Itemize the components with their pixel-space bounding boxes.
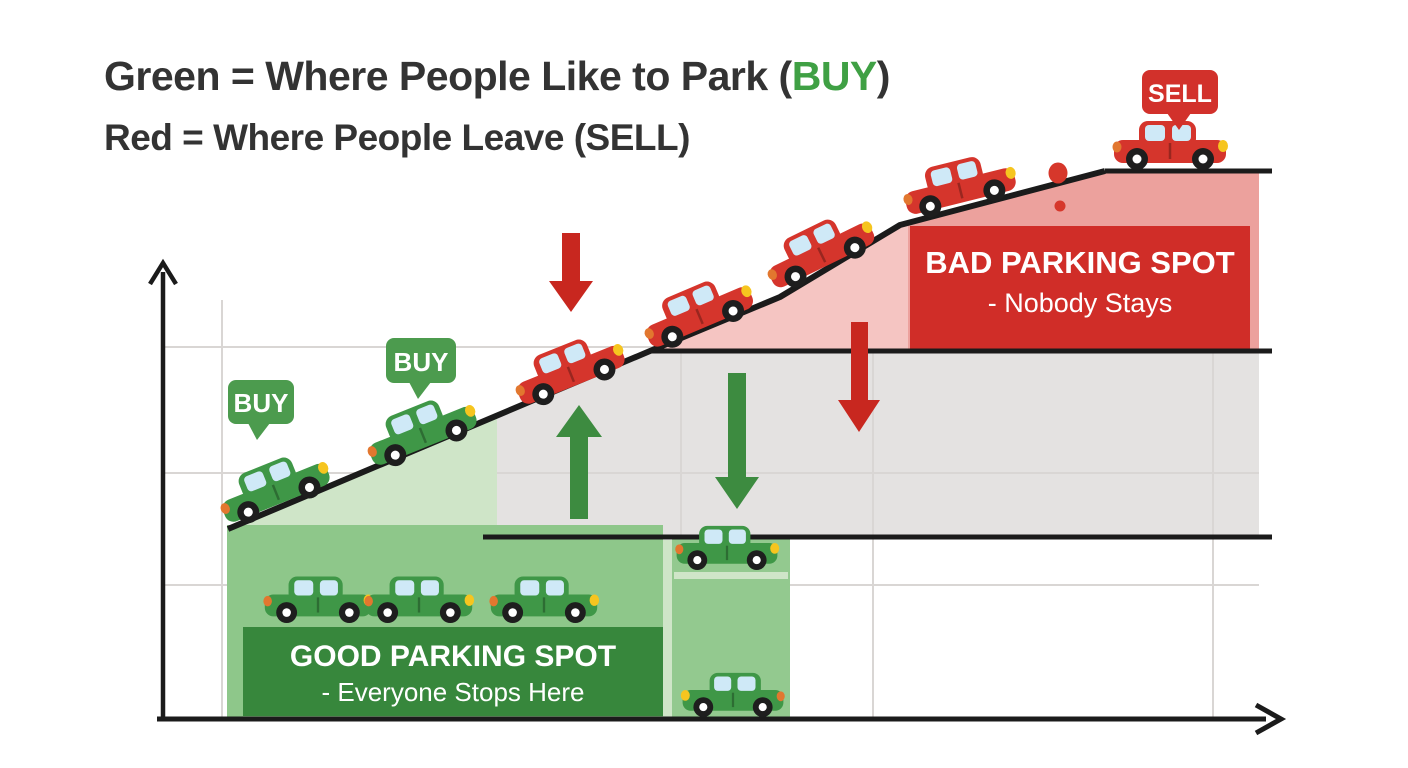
neutral-zone-region [497,351,1259,537]
bad-zone-subtitle: - Nobody Stays [988,288,1173,318]
uptrend-line [226,168,1106,532]
headline-line1-prefix: Green = Where People Like to Park ( [104,53,793,99]
support-column-strip [674,572,788,579]
good-zone-subtitle: - Everyone Stops Here [321,677,584,707]
good-zone-title: GOOD PARKING SPOT [290,640,616,673]
red-drop-icons [1048,162,1068,212]
green-down-arrow-icon [715,373,759,509]
good-parking-zone-label: GOOD PARKING SPOT - Everyone Stops Here [243,627,663,716]
sell-badge: SELL [1142,70,1218,130]
headline-line1: Green = Where People Like to Park (BUY) [104,53,890,99]
buy-badge-label: BUY [394,347,449,377]
red-down-arrow-icon [838,322,880,432]
headline-line2: Red = Where People Leave (SELL) [104,117,690,158]
support-zone-gap [663,540,672,718]
headline-line1-suffix: ) [877,53,890,99]
sell-badge-label: SELL [1148,80,1212,108]
resistance-slope-region-light [650,223,908,351]
red-car-icon [1111,119,1230,172]
green-up-arrow-icon [556,405,602,519]
bad-parking-zone-label: BAD PARKING SPOT - Nobody Stays [910,226,1250,350]
x-axis-arrow-icon [1254,702,1287,736]
buy-badge: BUY [386,338,456,399]
red-down-arrow-icon [549,233,593,312]
buy-badge: BUY [228,380,294,440]
price-path [226,168,1272,540]
headline-buy-highlight: BUY [792,53,877,99]
axes [148,258,1287,736]
bad-zone-title: BAD PARKING SPOT [925,245,1235,280]
y-axis-arrow-icon [148,258,178,286]
buy-badge-label: BUY [234,388,289,418]
